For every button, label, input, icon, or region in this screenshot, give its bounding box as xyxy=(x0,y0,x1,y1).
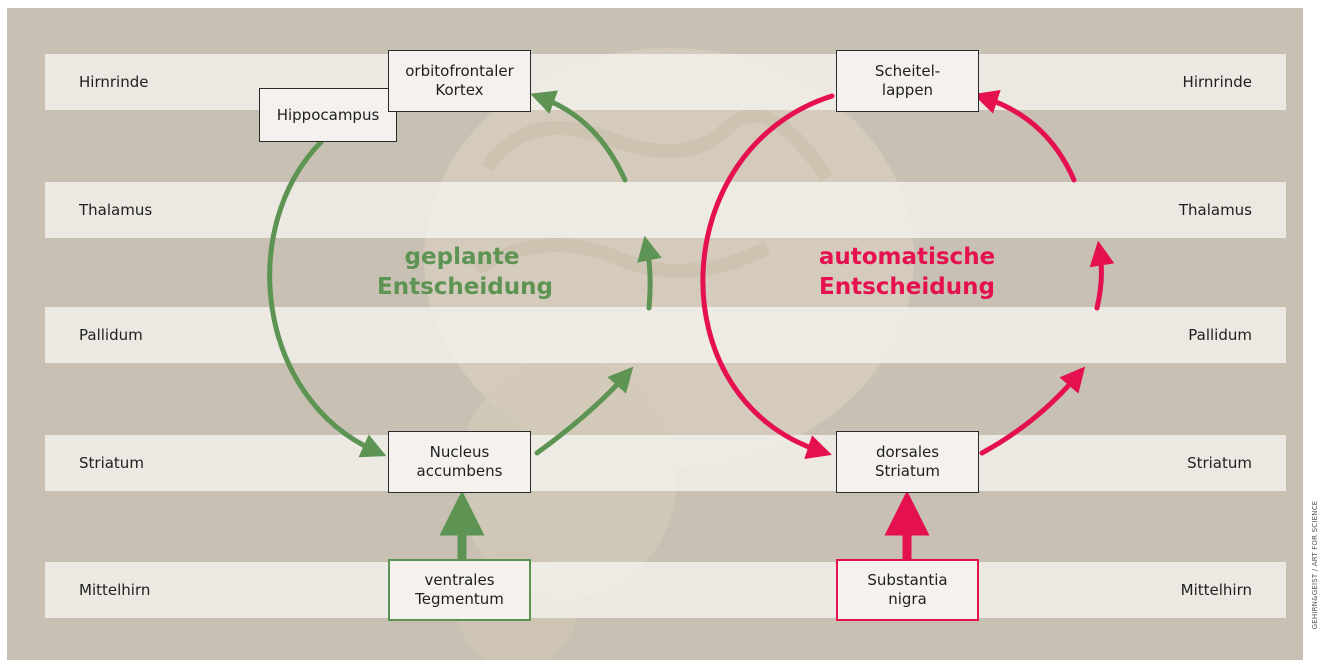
automatic-arc-middle-right xyxy=(1089,240,1115,311)
layer-label-right: Pallidum xyxy=(1188,326,1252,344)
automatic-arc-left xyxy=(700,93,835,460)
node-parietal-lobe: Scheitel- lappen xyxy=(836,50,979,112)
caption-automatic-decision: automatische Entscheidung xyxy=(818,244,996,300)
layer-label-right: Thalamus xyxy=(1178,201,1252,219)
layer-band-pallidum: Pallidum Pallidum xyxy=(45,307,1286,363)
planned-arc-middle-right xyxy=(637,235,662,311)
planned-arc-left xyxy=(267,139,387,458)
layer-label-left: Mittelhirn xyxy=(79,581,151,599)
caption-planned-decision: geplante Entscheidung xyxy=(377,244,553,300)
node-ventral-tegmentum: ventrales Tegmentum xyxy=(388,559,531,621)
layer-label-left: Thalamus xyxy=(79,201,153,219)
pathway-arrows xyxy=(267,89,1115,566)
diagram-panel: Hirnrinde Hirnrinde Thalamus Thalamus Pa… xyxy=(7,8,1303,660)
layer-band-mittelhirn: Mittelhirn Mittelhirn xyxy=(45,562,1286,618)
node-dorsal-striatum: dorsales Striatum xyxy=(836,431,979,493)
image-credit-text: GEHIRN&GEIST / ART FOR SCIENCE xyxy=(1311,500,1319,630)
node-orbitofrontal-cortex: orbitofrontaler Kortex xyxy=(388,50,531,112)
automatic-arc-upper-right xyxy=(973,89,1077,183)
layer-label-right: Striatum xyxy=(1187,454,1252,472)
layer-label-left: Striatum xyxy=(79,454,144,472)
brain-background-illustration xyxy=(424,48,914,660)
automatic-arc-lower-right xyxy=(979,366,1086,456)
layer-label-right: Mittelhirn xyxy=(1180,581,1252,599)
layer-label-left: Hirnrinde xyxy=(79,73,149,91)
layer-label-right: Hirnrinde xyxy=(1182,73,1252,91)
planned-arc-lower-right xyxy=(534,366,634,456)
image-credit: GEHIRN&GEIST / ART FOR SCIENCE xyxy=(1309,470,1321,660)
layer-label-left: Pallidum xyxy=(79,326,143,344)
node-nucleus-accumbens: Nucleus accumbens xyxy=(388,431,531,493)
node-substantia-nigra: Substantia nigra xyxy=(836,559,979,621)
layer-band-hirnrinde: Hirnrinde Hirnrinde xyxy=(45,54,1286,110)
layer-band-striatum: Striatum Striatum xyxy=(45,435,1286,491)
planned-arc-upper-right xyxy=(530,90,628,183)
layer-band-thalamus: Thalamus Thalamus xyxy=(45,182,1286,238)
node-hippocampus: Hippocampus xyxy=(259,88,397,142)
